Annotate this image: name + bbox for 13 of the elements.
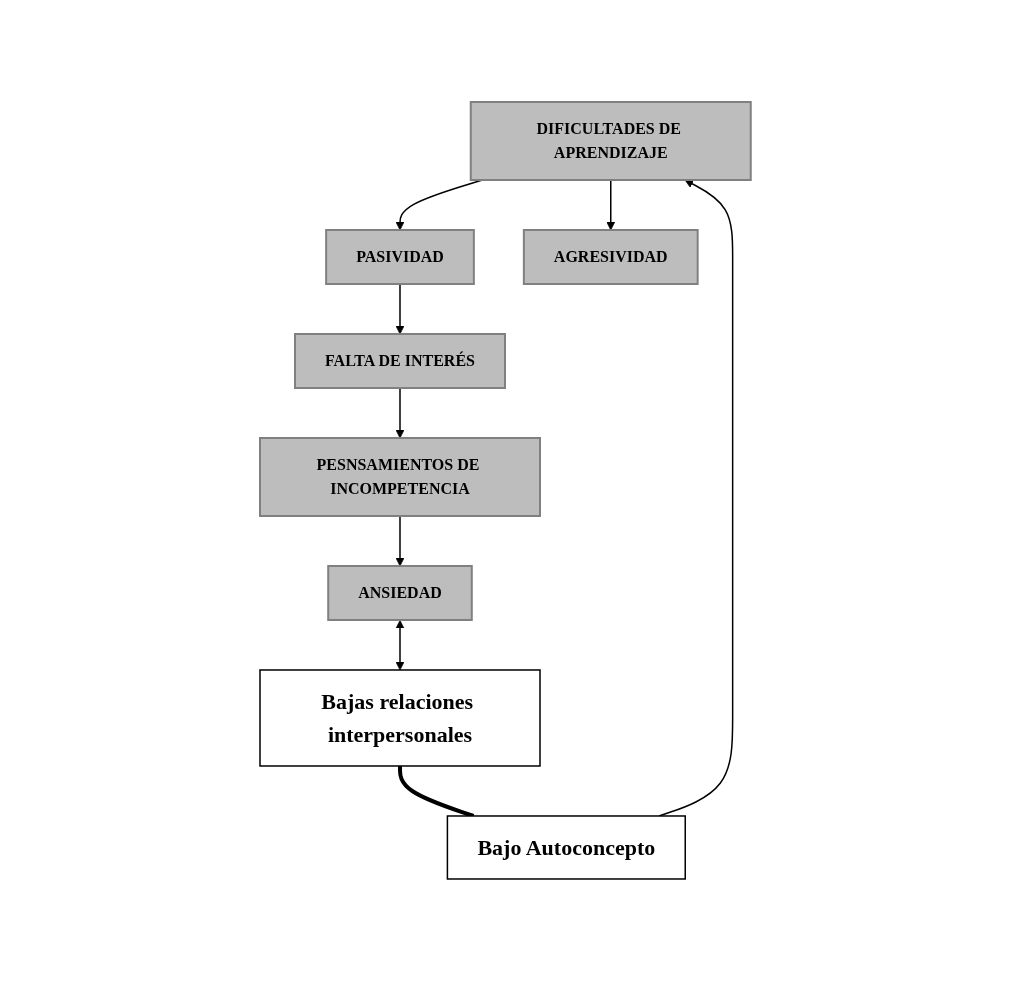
arrow (395, 283, 405, 335)
node-box: Bajas relaciones interpersonales (259, 669, 541, 767)
arrow (606, 179, 616, 231)
node-box: PESNSAMIENTOS DE INCOMPETENCIA (259, 437, 542, 517)
node-box: DIFICULTADES DE APRENDIZAJE (469, 101, 752, 181)
node-box: ANSIEDAD (327, 565, 473, 621)
arrow (395, 387, 405, 439)
node-box: AGRESIVIDAD (523, 229, 699, 285)
arrow (395, 515, 405, 567)
node-box: Bajo Autoconcepto (446, 815, 687, 880)
arrow (395, 620, 405, 671)
node-box: FALTA DE INTERÉS (294, 333, 507, 389)
node-box: PASIVIDAD (325, 229, 475, 285)
